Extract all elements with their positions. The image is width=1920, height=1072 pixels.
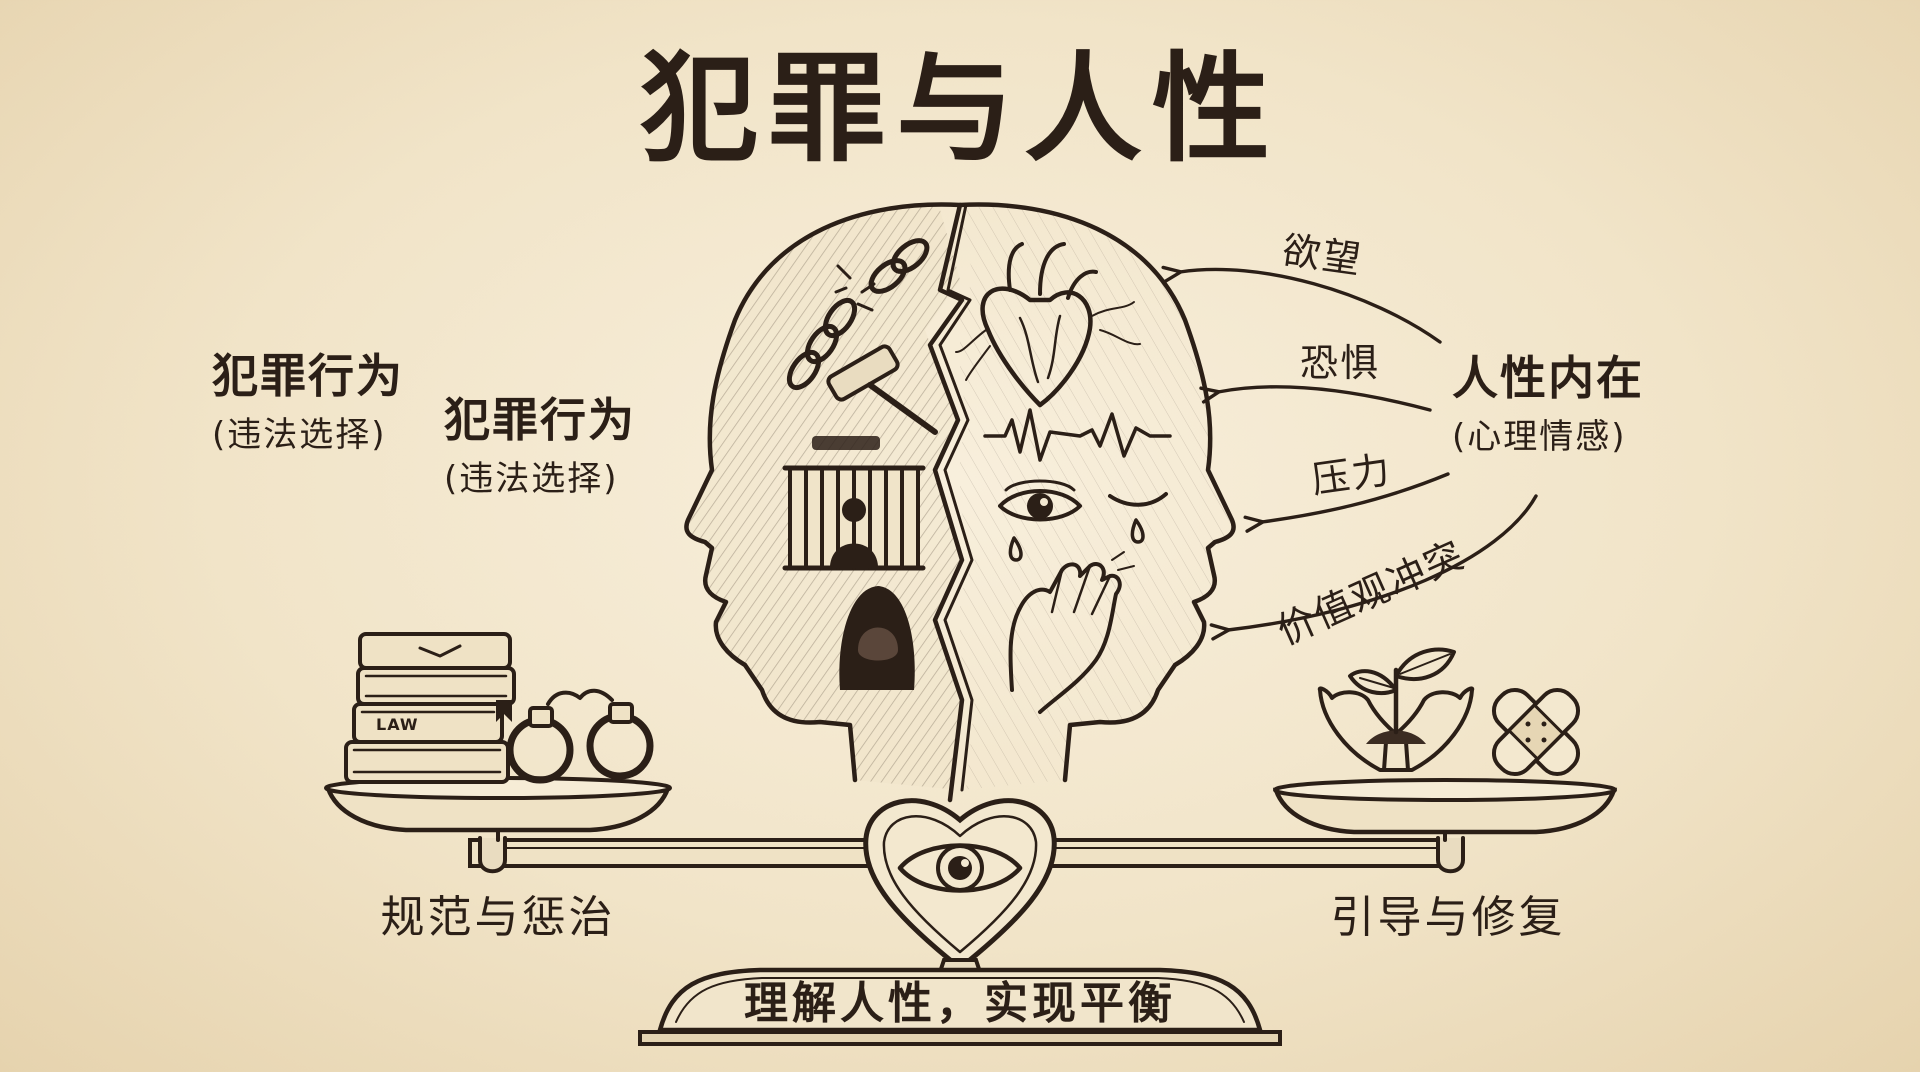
head-crack	[927, 202, 965, 803]
heartbeat-line-icon	[983, 408, 1172, 462]
handcuffs-icon	[506, 688, 654, 784]
base-label: 理解人性，实现平衡	[744, 978, 1176, 1029]
arrow-fear	[1199, 385, 1432, 412]
heart-eye-icon	[863, 798, 1057, 972]
svg-text:犯罪行为: 犯罪行为	[212, 349, 404, 403]
prison-bars-icon	[782, 465, 926, 571]
arrow-pressure	[1243, 472, 1450, 533]
svg-text:犯罪行为: 犯罪行为	[444, 393, 636, 447]
head-right-half	[960, 204, 1234, 790]
hand-on-face-icon	[1008, 551, 1135, 714]
arrow-desire	[1161, 265, 1442, 344]
factor-desire: 欲望	[1280, 228, 1365, 283]
anatomical-heart-icon	[955, 242, 1141, 408]
left-pan-label: 规范与惩治	[381, 892, 616, 943]
left-label-2: 犯罪行为 (违法选择)	[444, 393, 636, 499]
right-pan-label: 引导与修复	[1331, 892, 1566, 943]
crying-eye-icon	[998, 479, 1168, 562]
factor-pressure: 压力	[1309, 447, 1394, 502]
bandage-icon	[1491, 687, 1581, 777]
scale-base	[638, 967, 1282, 1046]
svg-text:(违法选择): (违法选择)	[212, 415, 387, 455]
left-label-1: 犯罪行为 (违法选择)	[212, 349, 404, 455]
factor-fear: 恐惧	[1300, 341, 1380, 385]
hands-holding-sprout-icon	[1317, 647, 1475, 772]
law-books-icon: LAW	[344, 632, 516, 784]
left-pan	[324, 776, 672, 842]
broken-chain-icon	[786, 238, 930, 391]
factor-value-conflict: 价值观冲突	[1271, 532, 1472, 654]
inner-factor-arrows	[1161, 265, 1538, 641]
gavel-icon	[812, 344, 938, 450]
svg-text:(心理情感): (心理情感)	[1452, 417, 1627, 457]
svg-text:(违法选择): (违法选择)	[444, 459, 619, 499]
hooded-figure-icon	[839, 586, 915, 690]
right-label: 人性内在 (心理情感)	[1452, 351, 1644, 457]
right-pan	[1272, 778, 1618, 842]
page-title: 犯罪与人性	[640, 40, 1280, 178]
svg-text:LAW: LAW	[376, 715, 419, 734]
svg-text:人性内在: 人性内在	[1452, 351, 1644, 405]
arrow-value-conflict	[1209, 494, 1538, 641]
